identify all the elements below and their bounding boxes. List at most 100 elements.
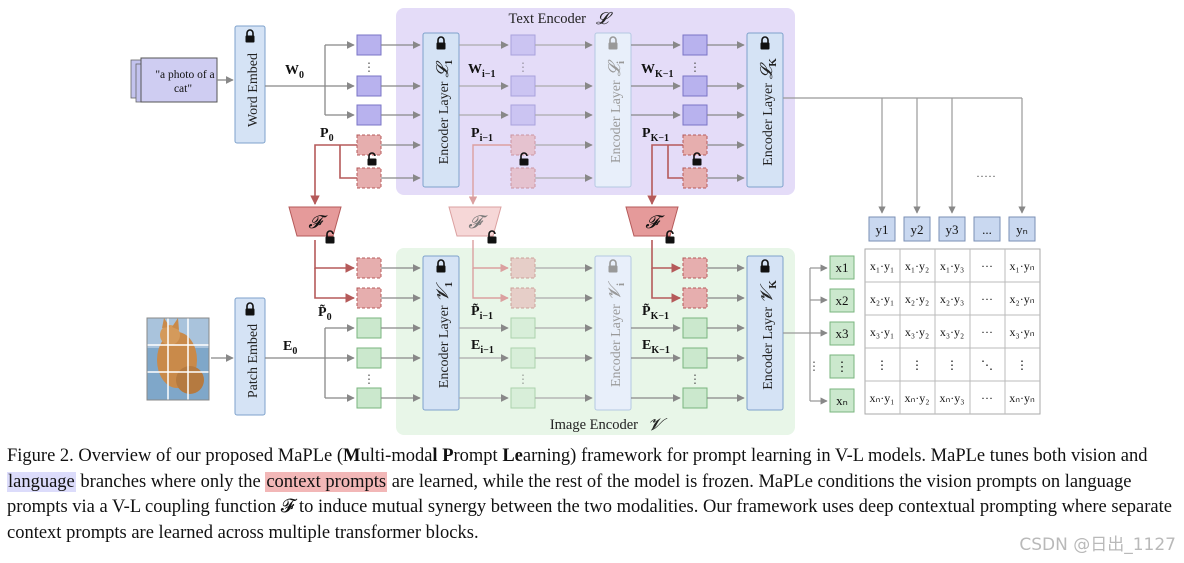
matrix-cell: xₙ·y₁: [870, 391, 895, 405]
matrix-cell: x₁·y₂: [905, 259, 929, 273]
figure-caption: Figure 2. Overview of our proposed MaPLe…: [7, 446, 1172, 543]
coupling-path-pi: [468, 144, 511, 303]
text-tokens-col3: ⋮: [682, 34, 708, 189]
prompt-text-line1: "a photo of a: [155, 69, 214, 81]
matrix-cell: x₂·yₙ: [1010, 292, 1035, 306]
matrix-cell: x₂·y₁: [870, 292, 894, 306]
svg-text:⋮: ⋮: [363, 60, 375, 74]
matrix-cell: xₙ·y₂: [905, 391, 930, 405]
arrows-col3-to-layer-k: [707, 41, 745, 402]
svg-text:Encoder Layer𝓥1: Encoder Layer𝓥1: [433, 281, 455, 388]
matrix-cell: x₃·y₂: [940, 325, 964, 339]
cat-image: [146, 317, 210, 401]
word-embed-box: Word Embed: [234, 25, 266, 144]
image-tokens-col3: ⋮: [682, 257, 708, 409]
image-tokens-col1: ⋮: [356, 257, 382, 409]
coupling-path-pk: [647, 144, 683, 303]
watermark: CSDN @日出_1127: [1019, 535, 1176, 555]
prompt-text-line2: cat": [174, 83, 192, 95]
matrix-cell: xₙ·y₃: [940, 391, 965, 405]
text-encoder-title: Text Encoder: [509, 11, 587, 27]
label-p0-tilde: P̃0: [318, 303, 332, 323]
text-encoder-layer-k: Encoder Layer𝓛K: [746, 32, 784, 188]
svg-text:⋮: ⋮: [689, 60, 701, 74]
text-encoder-layer-1: Encoder Layer𝓛1: [422, 32, 460, 188]
ellipsis-dots: ·····: [976, 169, 996, 183]
matrix-cell: ⋮: [876, 358, 888, 372]
highlight-context-prompts: context prompts: [265, 471, 388, 492]
matrix-cell: ···: [981, 391, 993, 405]
arrows-col1-to-layer1: [381, 41, 421, 402]
label-pi-tilde: P̃i−1: [471, 302, 493, 322]
svg-text:Encoder Layer𝓛i: Encoder Layer𝓛i: [605, 59, 627, 163]
svg-text:...: ...: [982, 222, 992, 237]
text-tokens-col1: ⋮: [356, 34, 382, 189]
text-encoder-layer-i: Encoder Layer𝓛i: [594, 32, 632, 188]
label-ei: Ei−1: [471, 338, 494, 356]
label-pk: PK−1: [642, 126, 669, 144]
image-tokens-col2: ⋮: [510, 257, 536, 409]
svg-text:Encoder Layer𝓥i: Encoder Layer𝓥i: [605, 280, 627, 387]
matrix-cell: ⋮: [946, 358, 958, 372]
y-header-row: y1 y2 y3 ... yₙ: [868, 216, 1036, 242]
label-wi: Wi−1: [468, 62, 495, 80]
image-encoder-layer-1: Encoder Layer𝓥1: [422, 255, 460, 411]
label-e0: E0: [283, 339, 297, 357]
svg-text:yₙ: yₙ: [1016, 222, 1028, 237]
svg-text:Encoder Layer𝓛K: Encoder Layer𝓛K: [757, 58, 779, 166]
image-output-arrows: [783, 264, 828, 405]
svg-text:y1: y1: [876, 222, 889, 237]
svg-text:⋮: ⋮: [808, 359, 820, 373]
patch-embed-label: Patch Embed: [246, 324, 261, 398]
svg-text:x2: x2: [836, 293, 849, 308]
maple-diagram: Text Encoder 𝓛 Image Encoder 𝓥 "a photo …: [130, 8, 1041, 435]
patch-embed-output-arrows: [265, 324, 355, 402]
label-ek: EK−1: [642, 338, 670, 356]
arrows-layer1-to-col2: [459, 41, 509, 402]
similarity-matrix: x₁·y₁ x₁·y₂ x₁·y₃ ··· x₁·yₙ x₂·y₁ x₂·y₂ …: [864, 248, 1041, 415]
label-pk-tilde: P̃K−1: [642, 302, 669, 322]
matrix-cell: ···: [981, 292, 993, 306]
matrix-cell: ⋮: [911, 358, 923, 372]
label-pi: Pi−1: [471, 126, 493, 144]
matrix-cell: ⋱: [981, 358, 993, 372]
matrix-cell: x₁·y₃: [940, 259, 964, 273]
svg-text:⋮: ⋮: [517, 372, 529, 386]
label-p0: P0: [320, 126, 334, 144]
text-prompt-document: "a photo of a cat": [130, 57, 218, 103]
svg-text:⋮: ⋮: [836, 359, 849, 374]
svg-text:⋮: ⋮: [689, 372, 701, 386]
svg-text:Encoder Layer𝓛1: Encoder Layer𝓛1: [433, 60, 455, 165]
matrix-cell: x₃·y₂: [905, 325, 929, 339]
text-tokens-col2: ⋮: [510, 34, 536, 189]
coupling-function-fi: 𝓕: [448, 206, 502, 245]
matrix-cell: ···: [981, 259, 993, 273]
label-w0: W0: [285, 63, 304, 81]
matrix-cell: x₁·y₁: [870, 259, 894, 273]
matrix-cell: xₙ·yₙ: [1009, 391, 1035, 405]
highlight-language: language: [7, 471, 76, 492]
svg-text:xₙ: xₙ: [836, 393, 848, 408]
svg-text:y3: y3: [946, 222, 959, 237]
matrix-cell: x₃·yₙ: [1010, 325, 1035, 339]
coupling-path-p0: [310, 144, 357, 303]
matrix-cell: x₂·y₂: [905, 292, 929, 306]
text-output-arrows: [783, 97, 1026, 214]
matrix-cell: x₂·y₃: [940, 292, 964, 306]
svg-text:Encoder Layer𝓥K: Encoder Layer𝓥K: [757, 280, 779, 390]
svg-text:⋮: ⋮: [517, 60, 529, 74]
svg-text:⋮: ⋮: [363, 372, 375, 386]
image-encoder-title: Image Encoder: [550, 417, 638, 433]
svg-text:x3: x3: [836, 326, 849, 341]
matrix-cell: x₁·yₙ: [1010, 259, 1035, 273]
word-embed-label: Word Embed: [246, 53, 261, 127]
matrix-cell: x₃·y₁: [870, 325, 894, 339]
x-label-column: x1 x2 x3 ⋮ xₙ: [829, 255, 855, 413]
matrix-cell: ···: [981, 325, 993, 339]
patch-embed-box: Patch Embed: [234, 297, 266, 416]
word-embed-output-arrows: [265, 41, 355, 119]
svg-text:y2: y2: [911, 222, 924, 237]
svg-text:x1: x1: [836, 260, 849, 275]
matrix-cell: ⋮: [1016, 358, 1028, 372]
arrows-col2-to-layer-i: [535, 41, 593, 402]
